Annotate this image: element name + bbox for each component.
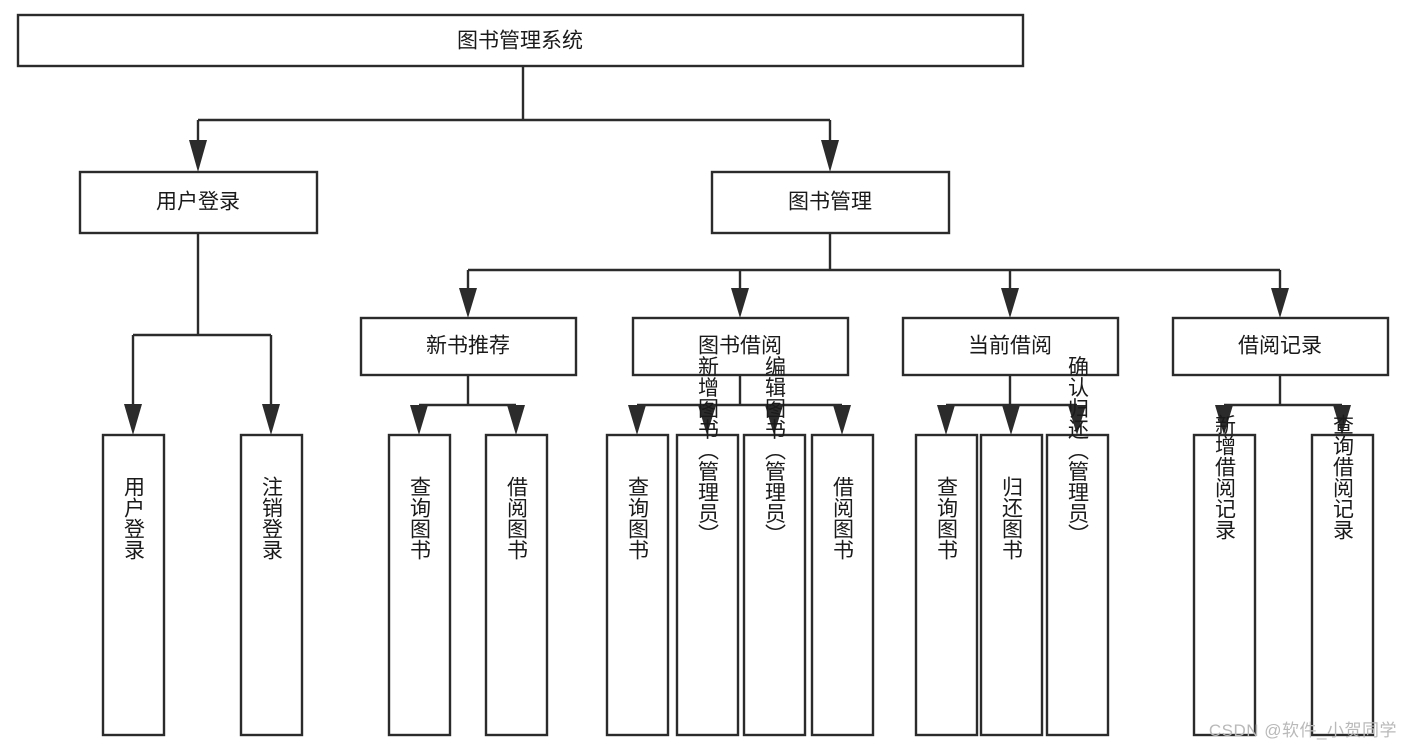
arrow-head-current-borrow bbox=[1001, 288, 1019, 318]
leaf-recommend-query-book-box[interactable] bbox=[387, 433, 452, 737]
node-user-login-box[interactable] bbox=[78, 170, 319, 235]
arrow-head-new-book-recommend bbox=[459, 288, 477, 318]
leaf-logout[interactable]: 注销登录 bbox=[239, 433, 304, 737]
leaf-logout-label: 注销登录 bbox=[260, 476, 284, 560]
leaf-borrow-edit-book-label: 编辑图书（管理员） bbox=[763, 356, 787, 545]
leaf-current-return-book-box[interactable] bbox=[979, 433, 1044, 737]
leaf-recommend-borrow-book-label: 借阅图书 bbox=[505, 476, 529, 560]
leaf-user-login[interactable]: 用户登录 bbox=[101, 433, 166, 737]
leaf-borrow-edit-book[interactable]: 编辑图书（管理员） bbox=[742, 356, 807, 737]
node-borrow-record-box[interactable] bbox=[1171, 316, 1390, 377]
leaf-record-add-label: 新增借阅记录 bbox=[1213, 414, 1237, 540]
node-borrow-record[interactable]: 借阅记录 bbox=[1171, 316, 1390, 377]
arrow-head-borrow-leaf-2 bbox=[698, 405, 716, 435]
leaf-borrow-borrow-book-box[interactable] bbox=[810, 433, 875, 737]
node-book-borrow-box[interactable] bbox=[631, 316, 850, 377]
leaf-user-login-label: 用户登录 bbox=[122, 476, 146, 560]
leaf-borrow-query-book-box[interactable] bbox=[605, 433, 670, 737]
node-borrow-record-label: 借阅记录 bbox=[1238, 335, 1322, 358]
leaf-current-query-book-label: 查询图书 bbox=[935, 476, 959, 560]
node-book-manage-label: 图书管理 bbox=[788, 191, 872, 214]
leaf-current-return-book[interactable]: 归还图书 bbox=[979, 433, 1044, 737]
leaf-current-return-book-label: 归还图书 bbox=[1000, 476, 1024, 560]
node-book-manage-box[interactable] bbox=[710, 170, 951, 235]
leaf-record-query[interactable]: 查询借阅记录 bbox=[1310, 414, 1375, 737]
node-root-label: 图书管理系统 bbox=[457, 30, 583, 53]
arrow-head-current-leaf-1 bbox=[937, 405, 955, 435]
leaf-borrow-borrow-book[interactable]: 借阅图书 bbox=[810, 433, 875, 737]
arrow-head-user-login bbox=[189, 140, 207, 172]
leaf-current-query-book[interactable]: 查询图书 bbox=[914, 433, 979, 737]
node-new-book-recommend[interactable]: 新书推荐 bbox=[359, 316, 578, 377]
arrow-head-record-leaf-1 bbox=[1215, 405, 1233, 435]
leaf-borrow-query-book-label: 查询图书 bbox=[626, 476, 650, 560]
leaf-recommend-borrow-book-box[interactable] bbox=[484, 433, 549, 737]
arrow-head-borrow-leaf-4 bbox=[833, 405, 851, 435]
leaf-record-query-label: 查询借阅记录 bbox=[1331, 414, 1355, 540]
leaf-user-login-box[interactable] bbox=[101, 433, 166, 737]
leaf-current-confirm-return[interactable]: 确认归还（管理员） bbox=[1045, 356, 1110, 737]
node-current-borrow-box[interactable] bbox=[901, 316, 1120, 377]
leaf-borrow-borrow-book-label: 借阅图书 bbox=[831, 476, 855, 560]
leaf-borrow-add-book-box[interactable] bbox=[675, 433, 740, 737]
arrow-head-current-leaf-3 bbox=[1068, 405, 1086, 435]
node-current-borrow-label: 当前借阅 bbox=[968, 335, 1052, 358]
leaf-current-confirm-return-box[interactable] bbox=[1045, 433, 1110, 737]
leaf-current-query-book-box[interactable] bbox=[914, 433, 979, 737]
node-new-book-recommend-label: 新书推荐 bbox=[426, 335, 510, 358]
node-user-login-label: 用户登录 bbox=[156, 191, 240, 214]
node-new-book-recommend-box[interactable] bbox=[359, 316, 578, 377]
arrow-head-record-leaf-2 bbox=[1333, 405, 1351, 435]
node-book-borrow-label: 图书借阅 bbox=[698, 335, 782, 358]
arrow-head-leaf-user-login bbox=[124, 404, 142, 435]
arrow-head-borrow-record bbox=[1271, 288, 1289, 318]
leaf-recommend-query-book[interactable]: 查询图书 bbox=[387, 433, 452, 737]
leaf-record-add-box[interactable] bbox=[1192, 433, 1257, 737]
arrow-head-current-leaf-2 bbox=[1002, 405, 1020, 435]
leaf-borrow-add-book-label: 新增图书（管理员） bbox=[696, 356, 720, 545]
connector-layer bbox=[124, 66, 1351, 435]
arrow-head-book-borrow bbox=[731, 288, 749, 318]
leaf-record-query-box[interactable] bbox=[1310, 433, 1375, 737]
node-root-box[interactable] bbox=[16, 13, 1025, 68]
arrow-head-borrow-leaf-1 bbox=[628, 405, 646, 435]
leaf-record-add[interactable]: 新增借阅记录 bbox=[1192, 414, 1257, 737]
leaf-borrow-query-book[interactable]: 查询图书 bbox=[605, 433, 670, 737]
arrow-head-recommend-leaf-2 bbox=[507, 405, 525, 435]
node-current-borrow[interactable]: 当前借阅 bbox=[901, 316, 1120, 377]
arrow-head-borrow-leaf-3 bbox=[765, 405, 783, 435]
node-user-login[interactable]: 用户登录 bbox=[78, 170, 319, 235]
leaf-borrow-edit-book-box[interactable] bbox=[742, 433, 807, 737]
node-book-borrow[interactable]: 图书借阅 bbox=[631, 316, 850, 377]
arrow-head-book-manage bbox=[821, 140, 839, 172]
leaf-recommend-query-book-label: 查询图书 bbox=[408, 476, 432, 560]
leaf-borrow-add-book[interactable]: 新增图书（管理员） bbox=[675, 356, 740, 737]
leaf-current-confirm-return-label: 确认归还（管理员） bbox=[1066, 356, 1090, 545]
node-book-manage[interactable]: 图书管理 bbox=[710, 170, 951, 235]
node-root[interactable]: 图书管理系统 bbox=[16, 13, 1025, 68]
leaf-logout-box[interactable] bbox=[239, 433, 304, 737]
arrow-head-recommend-leaf-1 bbox=[410, 405, 428, 435]
leaf-recommend-borrow-book[interactable]: 借阅图书 bbox=[484, 433, 549, 737]
arrow-head-leaf-logout bbox=[262, 404, 280, 435]
